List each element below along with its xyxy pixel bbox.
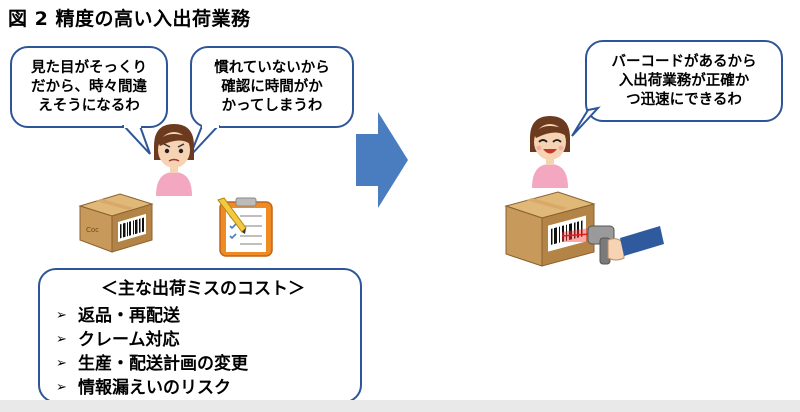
bubble-line: バーコードがあるから: [611, 53, 757, 70]
cardboard-box-icon: Coc: [78, 193, 154, 253]
shipping-error-costs-box: ＜主な出荷ミスのコスト＞ ➢ 返品・再配送 ➢ クレーム対応 ➢ 生産・配送計画…: [38, 268, 362, 403]
bubble-line: 入出荷業務が正確か: [618, 72, 750, 89]
bubble-line: 確認に時間がか: [221, 78, 323, 95]
speech-bubble-similar-looking: 見た目がそっくり だから、時々間違 えそうになるわ: [10, 46, 168, 128]
bullet-arrow-icon: ➢: [56, 308, 67, 323]
costs-heading: ＜主な出荷ミスのコスト＞: [101, 279, 305, 299]
bubble-tail-icon: [121, 124, 151, 155]
bubble-tail-icon: [189, 124, 221, 157]
list-item: ➢ クレーム対応: [56, 328, 350, 352]
list-item: ➢ 生産・配送計画の変更: [56, 352, 350, 376]
bullet-arrow-icon: ➢: [56, 380, 67, 395]
cost-item-label: 情報漏えいのリスク: [78, 378, 231, 398]
worried-woman-icon: [154, 124, 194, 196]
bullet-arrow-icon: ➢: [56, 332, 67, 347]
right-arrow-icon: [356, 112, 408, 208]
bubble-line: つ迅速にできるわ: [626, 91, 742, 108]
happy-woman-icon: [530, 116, 570, 188]
bubble-line: 慣れていないから: [214, 59, 330, 76]
speech-bubble-barcode-benefit: バーコードがあるから 入出荷業務が正確か つ迅速にできるわ: [585, 40, 783, 122]
speech-bubble-not-used-to-it: 慣れていないから 確認に時間がか かってしまうわ: [190, 46, 354, 128]
bubble-line: だから、時々間違: [31, 78, 147, 95]
svg-text:Coc: Coc: [86, 226, 99, 234]
cost-item-label: 生産・配送計画の変更: [78, 354, 248, 374]
bubble-tail-icon: [571, 106, 601, 137]
bubble-line: かってしまうわ: [221, 97, 323, 114]
barcode-scanner-icon: [561, 225, 664, 265]
bubble-line: えそうになるわ: [38, 97, 140, 114]
bullet-arrow-icon: ➢: [56, 356, 67, 371]
bubble-line: 見た目がそっくり: [31, 59, 147, 76]
footer-band: [0, 400, 800, 412]
figure-title: 図 2 精度の高い入出荷業務: [8, 8, 251, 30]
cost-item-label: クレーム対応: [78, 330, 180, 350]
clipboard-checklist-icon: [217, 197, 273, 257]
cost-item-label: 返品・再配送: [78, 306, 180, 326]
list-item: ➢ 返品・再配送: [56, 304, 350, 328]
list-item: ➢ 情報漏えいのリスク: [56, 376, 350, 400]
